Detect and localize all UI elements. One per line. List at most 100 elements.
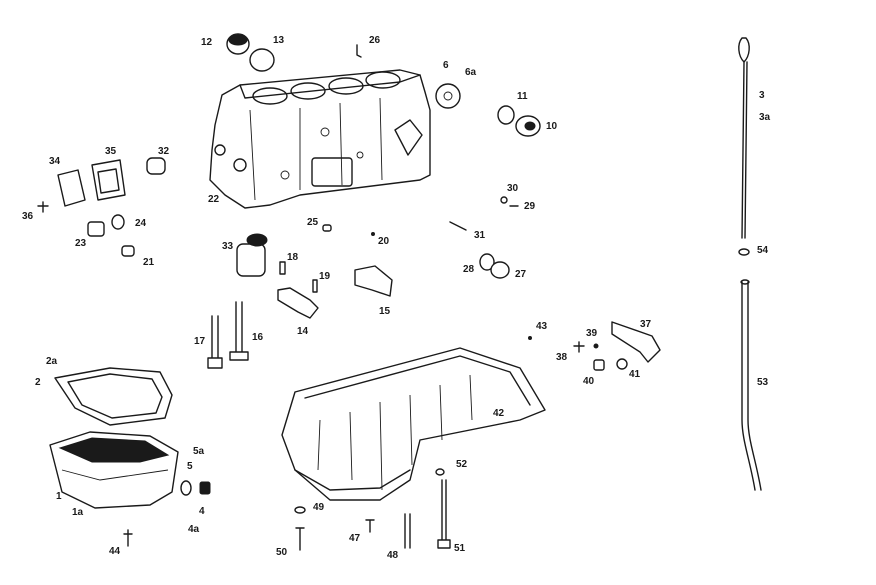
label-21[interactable]: 21 bbox=[143, 257, 155, 268]
label-15[interactable]: 15 bbox=[379, 306, 391, 317]
pin-39[interactable] bbox=[593, 343, 599, 349]
label-6a[interactable]: 6a bbox=[465, 67, 477, 78]
cover-plate[interactable] bbox=[435, 83, 461, 109]
label-27[interactable]: 27 bbox=[515, 269, 527, 280]
label-30[interactable]: 30 bbox=[507, 183, 519, 194]
label-13[interactable]: 13 bbox=[273, 35, 285, 46]
pin-20[interactable] bbox=[371, 232, 375, 236]
label-5a[interactable]: 5a bbox=[193, 446, 205, 457]
label-31[interactable]: 31 bbox=[474, 230, 486, 241]
label-37[interactable]: 37 bbox=[640, 319, 652, 330]
seal-ring[interactable] bbox=[249, 48, 275, 72]
label-2[interactable]: 2 bbox=[35, 377, 41, 388]
bearing-cap-14[interactable] bbox=[277, 287, 319, 319]
lower-oil-pan[interactable] bbox=[49, 431, 179, 509]
label-36[interactable]: 36 bbox=[22, 211, 34, 222]
label-2a[interactable]: 2a bbox=[46, 356, 58, 367]
label-11[interactable]: 11 bbox=[517, 91, 528, 102]
seal-5[interactable] bbox=[180, 480, 192, 496]
label-48[interactable]: 48 bbox=[387, 550, 399, 561]
bolt-small[interactable] bbox=[37, 201, 49, 213]
label-4[interactable]: 4 bbox=[199, 506, 205, 517]
cover-part[interactable] bbox=[57, 169, 86, 207]
label-18[interactable]: 18 bbox=[287, 252, 299, 263]
label-43[interactable]: 43 bbox=[536, 321, 548, 332]
label-23[interactable]: 23 bbox=[75, 238, 87, 249]
ring-part[interactable] bbox=[497, 105, 515, 125]
dipstick-tube[interactable] bbox=[740, 279, 762, 491]
gasket-part[interactable] bbox=[91, 159, 126, 201]
ring-28[interactable] bbox=[479, 253, 495, 271]
bolt-51[interactable] bbox=[437, 479, 451, 549]
label-26[interactable]: 26 bbox=[369, 35, 381, 46]
label-10[interactable]: 10 bbox=[546, 121, 558, 132]
label-47[interactable]: 47 bbox=[349, 533, 361, 544]
label-51[interactable]: 51 bbox=[454, 543, 466, 554]
label-16[interactable]: 16 bbox=[252, 332, 264, 343]
label-50[interactable]: 50 bbox=[276, 547, 288, 558]
bearing-sleeve[interactable] bbox=[236, 233, 268, 277]
label-17[interactable]: 17 bbox=[194, 336, 206, 347]
label-5[interactable]: 5 bbox=[187, 461, 193, 472]
label-14[interactable]: 14 bbox=[297, 326, 309, 337]
pin-part[interactable] bbox=[356, 44, 362, 58]
plug-27[interactable] bbox=[490, 261, 510, 279]
washer-49[interactable] bbox=[294, 506, 306, 514]
label-12[interactable]: 12 bbox=[201, 37, 213, 48]
label-53[interactable]: 53 bbox=[757, 377, 769, 388]
label-52[interactable]: 52 bbox=[456, 459, 468, 470]
label-22[interactable]: 22 bbox=[208, 194, 220, 205]
dowel-18[interactable] bbox=[279, 261, 286, 275]
screw-44[interactable] bbox=[123, 529, 133, 547]
screw-40[interactable] bbox=[593, 359, 605, 371]
bolt-48[interactable] bbox=[404, 513, 411, 549]
label-38[interactable]: 38 bbox=[556, 352, 568, 363]
label-54[interactable]: 54 bbox=[757, 245, 769, 256]
label-32[interactable]: 32 bbox=[158, 146, 170, 157]
label-34[interactable]: 34 bbox=[49, 156, 61, 167]
label-19[interactable]: 19 bbox=[319, 271, 331, 282]
washer-41[interactable] bbox=[616, 358, 628, 370]
label-33[interactable]: 33 bbox=[222, 241, 234, 252]
bolt-16[interactable] bbox=[229, 301, 249, 361]
label-3a[interactable]: 3a bbox=[759, 112, 771, 123]
bolt-17[interactable] bbox=[207, 315, 223, 369]
screw-38[interactable] bbox=[573, 341, 585, 353]
label-40[interactable]: 40 bbox=[583, 376, 595, 387]
label-29[interactable]: 29 bbox=[524, 201, 536, 212]
bearing-cap-15[interactable] bbox=[354, 265, 393, 297]
washer-52[interactable] bbox=[435, 468, 445, 476]
label-3[interactable]: 3 bbox=[759, 90, 765, 101]
label-6[interactable]: 6 bbox=[443, 60, 449, 71]
sleeve-part[interactable] bbox=[146, 157, 166, 175]
label-20[interactable]: 20 bbox=[378, 236, 390, 247]
upper-oil-pan[interactable] bbox=[281, 347, 546, 501]
label-24[interactable]: 24 bbox=[135, 218, 147, 229]
nut-21[interactable] bbox=[121, 245, 135, 257]
label-4a[interactable]: 4a bbox=[188, 524, 200, 535]
screw-31[interactable] bbox=[449, 221, 467, 231]
pin-43[interactable] bbox=[528, 336, 532, 340]
oil-pan-gasket[interactable] bbox=[54, 367, 173, 426]
label-39[interactable]: 39 bbox=[586, 328, 598, 339]
label-44[interactable]: 44 bbox=[109, 546, 121, 557]
seal-54[interactable] bbox=[738, 248, 750, 256]
label-28[interactable]: 28 bbox=[463, 264, 475, 275]
plug-part[interactable] bbox=[515, 115, 541, 137]
screw-50[interactable] bbox=[295, 527, 305, 551]
engine-block[interactable] bbox=[209, 69, 431, 209]
dowel-19[interactable] bbox=[312, 279, 318, 293]
screw-47[interactable] bbox=[365, 519, 375, 533]
cap-part[interactable] bbox=[226, 33, 250, 55]
washer-24[interactable] bbox=[111, 214, 125, 230]
label-49[interactable]: 49 bbox=[313, 502, 325, 513]
label-42[interactable]: 42 bbox=[493, 408, 505, 419]
label-41[interactable]: 41 bbox=[629, 369, 641, 380]
label-1a[interactable]: 1a bbox=[72, 507, 84, 518]
plug-25[interactable] bbox=[322, 224, 332, 232]
label-1[interactable]: 1 bbox=[56, 491, 62, 502]
dipstick[interactable] bbox=[738, 37, 750, 239]
label-25[interactable]: 25 bbox=[307, 217, 319, 228]
label-35[interactable]: 35 bbox=[105, 146, 117, 157]
washer-30[interactable] bbox=[500, 196, 508, 204]
